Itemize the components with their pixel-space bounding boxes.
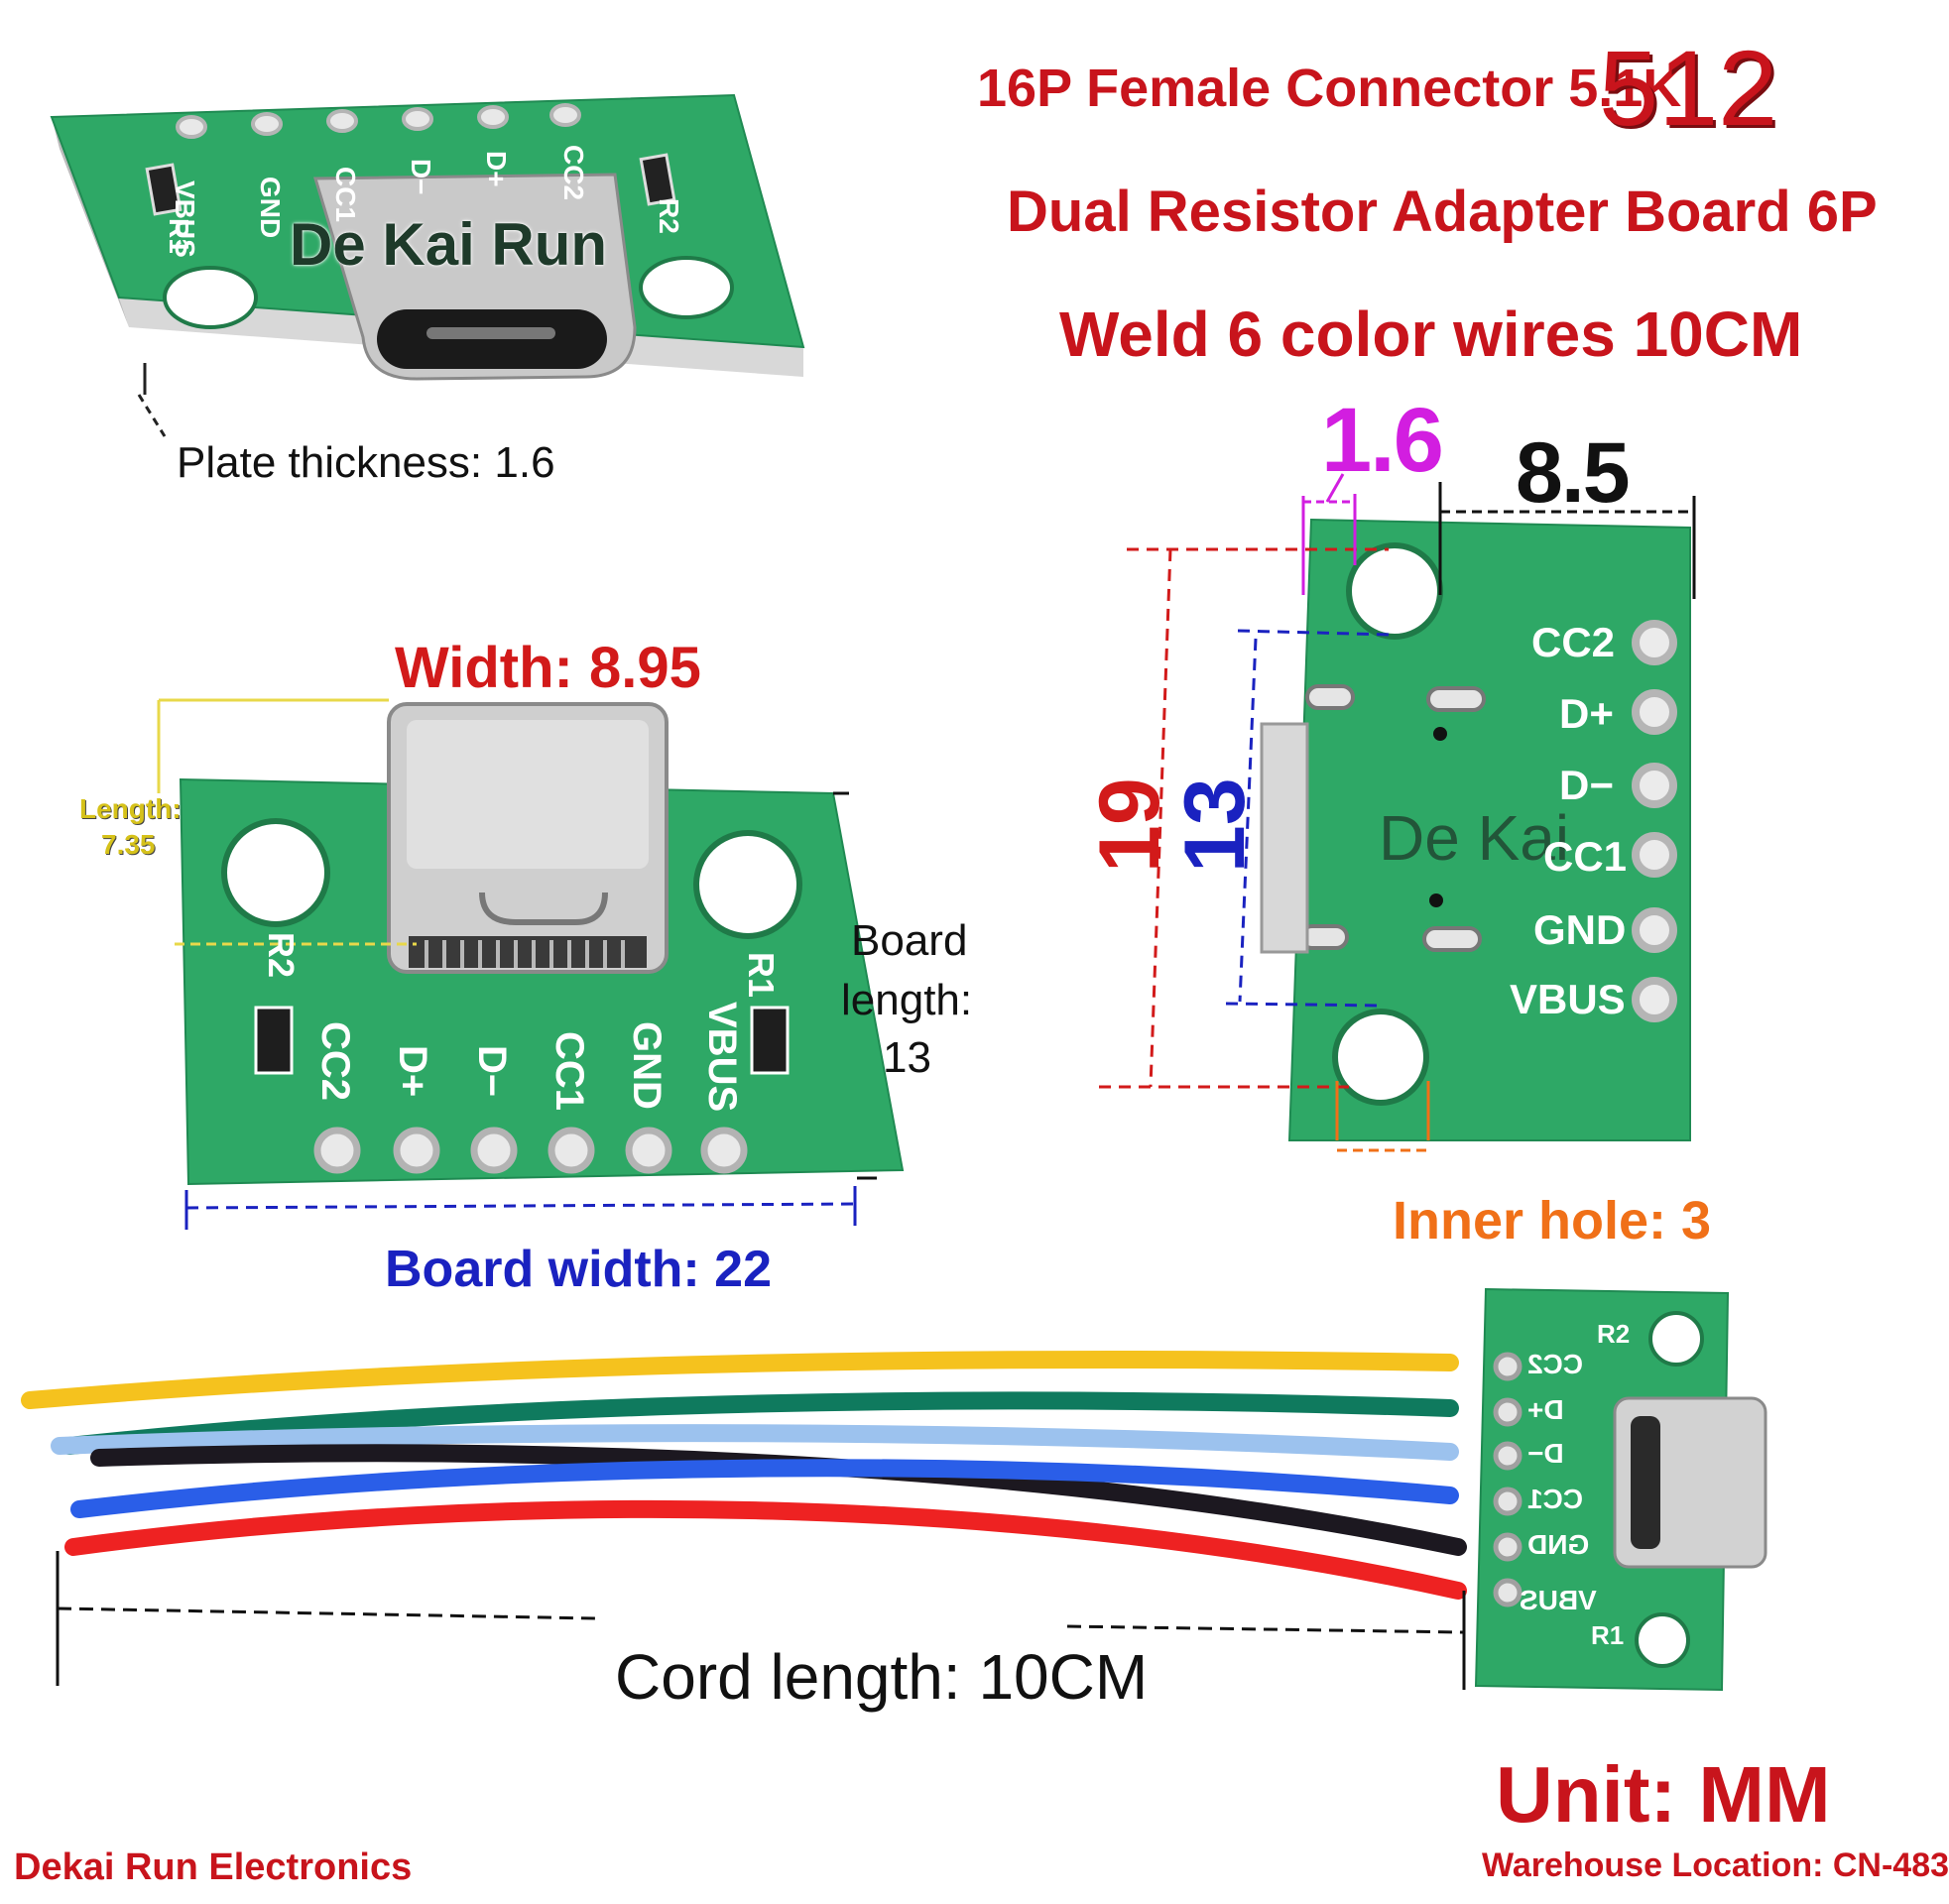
- right-pin-label-dminus: D−: [1559, 762, 1614, 808]
- front-pin-label-dplus: D+: [391, 1045, 434, 1098]
- harness-pin-label-dminus: D−: [1527, 1438, 1564, 1469]
- board-length-label-a: Board: [851, 916, 968, 965]
- title-line-3: Weld 6 color wires 10CM: [1059, 298, 1803, 370]
- thickness-dimension-1-6: 1.6: [1321, 390, 1444, 491]
- resistor-code-heading: 512: [1599, 28, 1778, 148]
- front-pin-label-gnd: GND: [625, 1021, 669, 1110]
- harness-pin-label-cc2: CC2: [1527, 1349, 1584, 1379]
- warehouse-label: Warehouse Location: CN-483: [1482, 1846, 1949, 1884]
- front-pin-label-cc2: CC2: [313, 1021, 357, 1102]
- front-pin-label-cc1: CC1: [548, 1031, 591, 1112]
- watermark-top-left: De Kai Run: [290, 211, 608, 278]
- cord-length-label: Cord length: 10CM: [615, 1641, 1149, 1713]
- unit-label: Unit: MM: [1496, 1750, 1831, 1839]
- watermark-right: De Kai: [1379, 802, 1570, 874]
- harness-pin-label-vbus: VBUS: [1520, 1585, 1597, 1615]
- width-dimension-8-5: 8.5: [1516, 425, 1631, 521]
- height-dimension-19: 19: [1082, 777, 1177, 873]
- right-pin-label-vbus: VBUS: [1510, 976, 1626, 1022]
- top-pin-label-cc1: CC1: [330, 167, 361, 223]
- title-line-2: Dual Resistor Adapter Board 6P: [1007, 179, 1878, 244]
- harness-pin-label-gnd: GND: [1527, 1529, 1590, 1560]
- board-width-label: Board width: 22: [385, 1241, 773, 1298]
- width-dimension-label: Width: 8.95: [395, 636, 701, 700]
- length-dimension-label-a: Length:: [79, 793, 182, 824]
- top-pin-label-cc2: CC2: [558, 145, 589, 201]
- top-pin-label-dplus: D+: [481, 151, 512, 187]
- height-dimension-13: 13: [1167, 777, 1263, 873]
- plate-thickness-label: Plate thickness: 1.6: [177, 438, 555, 487]
- front-resistor-label-r1: R1: [741, 952, 782, 999]
- board-length-label-b: length:: [841, 976, 973, 1024]
- top-resistor-label-r2: R2: [654, 198, 684, 234]
- harness-pin-label-dplus: D+: [1527, 1394, 1564, 1425]
- right-pin-label-dplus: D+: [1559, 690, 1614, 737]
- inner-hole-label: Inner hole: 3: [1393, 1191, 1712, 1250]
- top-resistor-label-r1: R1: [164, 218, 194, 254]
- right-pin-label-cc1: CC1: [1543, 833, 1628, 880]
- title-line-1: 16P Female Connector 5.1K: [977, 59, 1682, 118]
- harness-pin-label-cc1: CC1: [1527, 1484, 1584, 1514]
- front-pin-label-dminus: D−: [470, 1045, 514, 1098]
- front-resistor-label-r2: R2: [261, 932, 302, 979]
- front-pin-label-vbus: VBUS: [700, 1002, 744, 1113]
- brand-label: Dekai Run Electronics: [14, 1846, 413, 1888]
- top-pin-label-dminus: D−: [406, 159, 436, 195]
- harness-resistor-label-r1: R1: [1591, 1620, 1625, 1650]
- harness-resistor-label-r2: R2: [1597, 1319, 1631, 1349]
- length-dimension-label-b: 7.35: [101, 829, 156, 860]
- top-pin-label-gnd: GND: [255, 177, 286, 239]
- right-pin-label-gnd: GND: [1533, 906, 1627, 953]
- right-pin-label-cc2: CC2: [1531, 619, 1616, 665]
- board-length-label-c: 13: [883, 1033, 931, 1082]
